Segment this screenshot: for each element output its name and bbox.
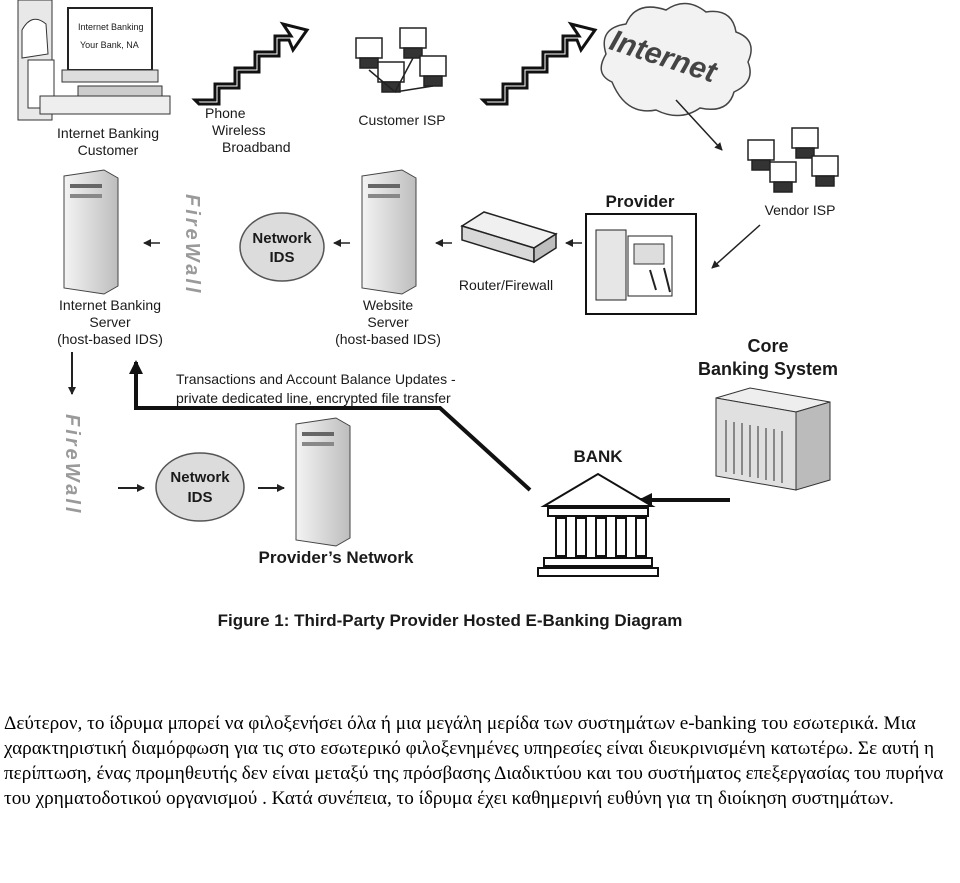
network-ids-top: [239, 212, 325, 282]
core-banking-label-line2: Banking System: [698, 359, 838, 379]
customer-isp-computers: [355, 27, 447, 93]
network-ids-top-line2: IDS: [269, 249, 294, 266]
provider-label: Provider: [606, 192, 675, 211]
core-banking-label-line1: Core: [747, 336, 788, 356]
stairs-icon-phone: [191, 21, 310, 106]
customer-label-line1: Internet Banking: [57, 125, 159, 141]
website-server-tower: [361, 169, 417, 295]
phone-label-line1: Phone: [205, 105, 246, 121]
firewall-left: FireWall: [61, 414, 83, 515]
customer-screen-line2: Your Bank, NA: [80, 40, 139, 50]
router-icon: [460, 211, 558, 264]
customer-illustration: Internet Banking Your Bank, NA: [17, 0, 171, 121]
ib-server-label-line3: (host-based IDS): [57, 331, 163, 347]
customer-screen-line1: Internet Banking: [78, 22, 144, 32]
transactions-label-line1: Transactions and Account Balance Updates…: [176, 371, 456, 387]
arrow-internet-to-vendor: [675, 99, 723, 151]
firewall-top: FireWall: [181, 194, 203, 295]
customer-isp-label: Customer ISP: [358, 112, 445, 128]
router-label: Router/Firewall: [459, 277, 553, 293]
figure-caption: Figure 1: Third-Party Provider Hosted E-…: [218, 611, 683, 630]
network-ids-top-line1: Network: [252, 230, 312, 247]
body-paragraph: Δεύτερον, το ίδρυμα μπορεί να φιλοξενήσε…: [4, 713, 944, 809]
vendor-isp-computers: [747, 127, 839, 193]
provider-box: [585, 213, 697, 315]
network-ids-bottom: [155, 452, 245, 522]
stairs-icon-isp: [479, 21, 598, 106]
customer-label-line2: Customer: [78, 142, 139, 158]
network-ids-bottom-line2: IDS: [187, 489, 212, 506]
ib-server-tower: [63, 169, 119, 295]
provider-network-tower: [295, 417, 351, 547]
website-server-label-line1: Website: [363, 297, 414, 313]
arrow-vendor-to-provider: [711, 224, 761, 269]
ib-server-label-line1: Internet Banking: [59, 297, 161, 313]
bank-building-icon: [537, 472, 659, 577]
phone-label-line3: Broadband: [222, 139, 291, 155]
network-ids-bottom-line1: Network: [170, 469, 230, 486]
providers-network-label: Provider’s Network: [259, 548, 414, 567]
ib-server-label-line2: Server: [89, 314, 131, 330]
phone-label-line2: Wireless: [212, 122, 266, 138]
dedicated-line: [129, 360, 532, 492]
e-banking-diagram: Internet Banking Your Bank, NA Internet …: [17, 0, 839, 630]
core-banking-rack: [715, 387, 831, 491]
vendor-isp-label: Vendor ISP: [765, 202, 836, 218]
website-server-label-line2: Server: [367, 314, 409, 330]
website-server-label-line3: (host-based IDS): [335, 331, 441, 347]
transactions-label-line2: private dedicated line, encrypted file t…: [176, 390, 451, 406]
bank-label: BANK: [573, 447, 623, 466]
